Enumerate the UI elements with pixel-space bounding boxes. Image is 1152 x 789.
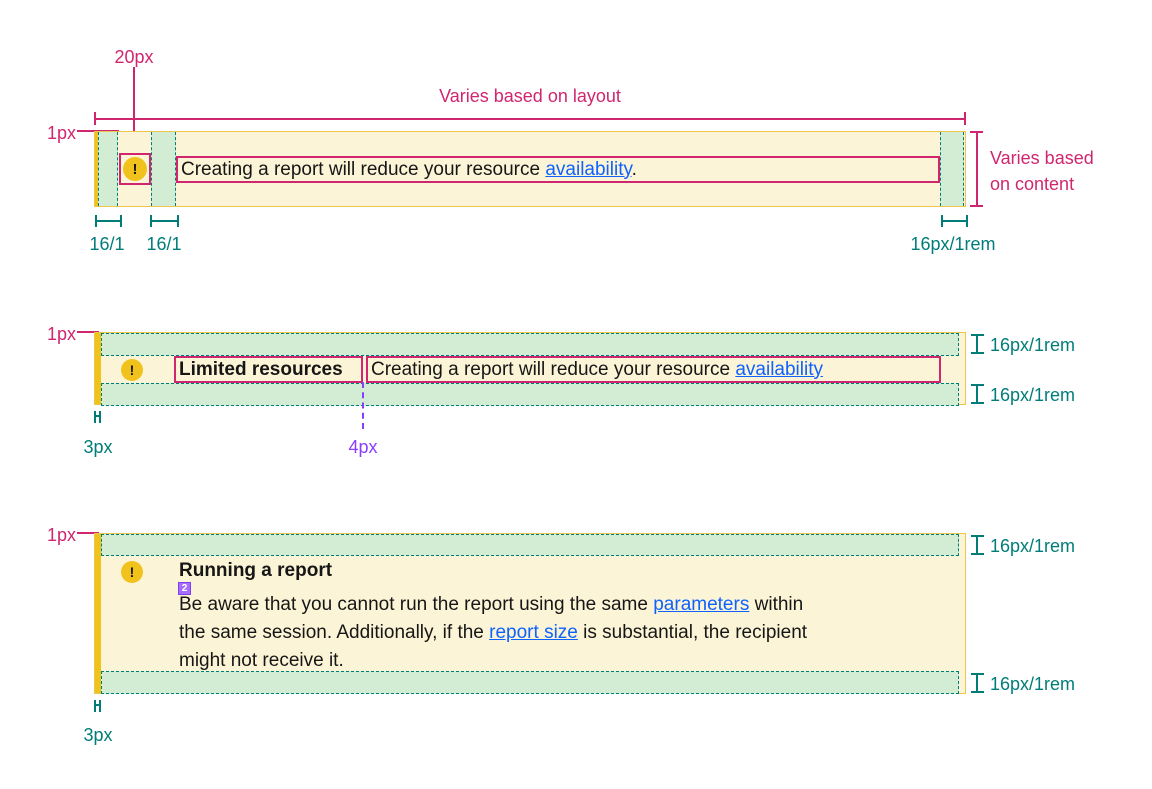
banner2-left-border xyxy=(95,333,101,404)
banner2-title: Limited resources xyxy=(179,358,343,380)
vbracket-bottom-padding-banner3 xyxy=(971,673,984,693)
banner2-bottom-padding-strip xyxy=(101,383,959,406)
line1-after: within xyxy=(749,594,804,615)
inline-notification-banner-3: ! Running a report 2 Be aware that you c… xyxy=(94,533,966,694)
dimension-label-left-pad: 16/1 xyxy=(89,234,125,254)
banner3-body-line3: might not receive it. xyxy=(179,650,344,671)
inline-notification-banner-2: ! Limited resources Creating a report wi… xyxy=(94,332,966,406)
banner2-top-padding-strip xyxy=(101,333,959,356)
annotation-20px-pointer-line xyxy=(133,67,135,153)
annotation-varies-layout-label: Varies based on layout xyxy=(439,86,621,106)
banner1-text-after: . xyxy=(631,158,637,180)
dimension-label-bottom-pad-banner2: 16px/1rem xyxy=(990,385,1076,405)
warning-icon: ! xyxy=(123,157,147,181)
line2-before: the same session. Additionally, if the xyxy=(179,622,490,643)
banner2-text-measure-box: Creating a report will reduce your resou… xyxy=(366,356,941,383)
dimension-label-top-pad-banner3: 16px/1rem xyxy=(990,536,1076,556)
annotation-4px-label: 4px xyxy=(348,437,378,457)
banner1-text-measure-box: Creating a report will reduce your resou… xyxy=(176,156,940,183)
availability-link[interactable]: availability xyxy=(545,158,632,180)
banner3-body: Be aware that you cannot run the report … xyxy=(179,591,807,675)
annotation-1px-label-banner1: 1px xyxy=(46,123,76,143)
banner3-top-padding-strip xyxy=(101,534,959,556)
warning-icon: ! xyxy=(121,561,143,583)
annotation-number-badge: 2 xyxy=(178,582,191,595)
availability-link[interactable]: availability xyxy=(735,358,823,380)
report-size-link[interactable]: report size xyxy=(489,622,578,643)
banner1-left-padding-strip xyxy=(98,132,118,206)
annotation-1px-pointer-banner2 xyxy=(77,331,99,333)
annotation-20px-label: 20px xyxy=(114,47,154,67)
parameters-link[interactable]: parameters xyxy=(653,594,750,615)
measure-tick-left xyxy=(94,112,96,125)
dimension-label-bottom-pad-banner3: 16px/1rem xyxy=(990,674,1076,694)
bracket-icon-gap xyxy=(150,215,179,227)
annotation-varies-content-line1: Varies based xyxy=(990,148,1094,168)
annotation-3px-label-banner3: 3px xyxy=(83,725,113,745)
inline-notification-banner-1: ! Creating a report will reduce your res… xyxy=(94,131,966,207)
vbracket-top-padding-banner3 xyxy=(971,535,984,555)
banner3-body-line2: the same session. Additionally, if the r… xyxy=(179,619,807,647)
banner2-text: Creating a report will reduce your resou… xyxy=(371,359,823,381)
banner1-right-padding-strip xyxy=(940,132,964,206)
measure-tick-top xyxy=(970,131,983,133)
annotation-varies-content-line2: on content xyxy=(990,174,1075,194)
marker-3px-border-banner2 xyxy=(94,411,101,423)
vbracket-bottom-padding-banner2 xyxy=(971,384,984,404)
banner3-bottom-padding-strip xyxy=(101,671,959,694)
banner1-text-before: Creating a report will reduce your resou… xyxy=(181,158,546,180)
measure-line-layout-width xyxy=(95,118,966,120)
banner1-text: Creating a report will reduce your resou… xyxy=(181,159,637,181)
bracket-left-padding xyxy=(95,215,122,227)
annotation-1px-label-banner2: 1px xyxy=(46,324,76,344)
line1-before: Be aware that you cannot run the report … xyxy=(179,594,654,615)
banner1-icon-measure-box xyxy=(119,153,151,185)
banner2-text-before: Creating a report will reduce your resou… xyxy=(371,358,736,380)
annotation-4px-pointer-line xyxy=(362,382,364,429)
measure-tick-right xyxy=(964,112,966,125)
banner2-title-measure-box: Limited resources xyxy=(174,356,363,383)
warning-icon: ! xyxy=(121,359,143,381)
banner3-body-line1: Be aware that you cannot run the report … xyxy=(179,591,807,619)
banner3-left-border xyxy=(95,534,101,693)
marker-3px-border-banner3 xyxy=(94,700,101,712)
dimension-label-right-pad: 16px/1rem xyxy=(910,234,996,254)
banner3-title: Running a report xyxy=(179,560,333,581)
vbracket-top-padding-banner2 xyxy=(971,334,984,354)
line2-after: is substantial, the recipient xyxy=(577,622,808,643)
measure-line-content-height xyxy=(976,132,978,207)
dimension-label-icon-gap: 16/1 xyxy=(146,234,182,254)
annotation-3px-label-banner2: 3px xyxy=(83,437,113,457)
annotation-1px-pointer-banner3 xyxy=(77,532,99,534)
measure-tick-bottom xyxy=(970,205,983,207)
bracket-right-padding xyxy=(941,215,968,227)
banner1-icon-gap-strip xyxy=(151,132,176,206)
banner1-left-border xyxy=(95,132,98,206)
dimension-label-top-pad-banner2: 16px/1rem xyxy=(990,335,1076,355)
annotation-1px-label-banner3: 1px xyxy=(46,525,76,545)
